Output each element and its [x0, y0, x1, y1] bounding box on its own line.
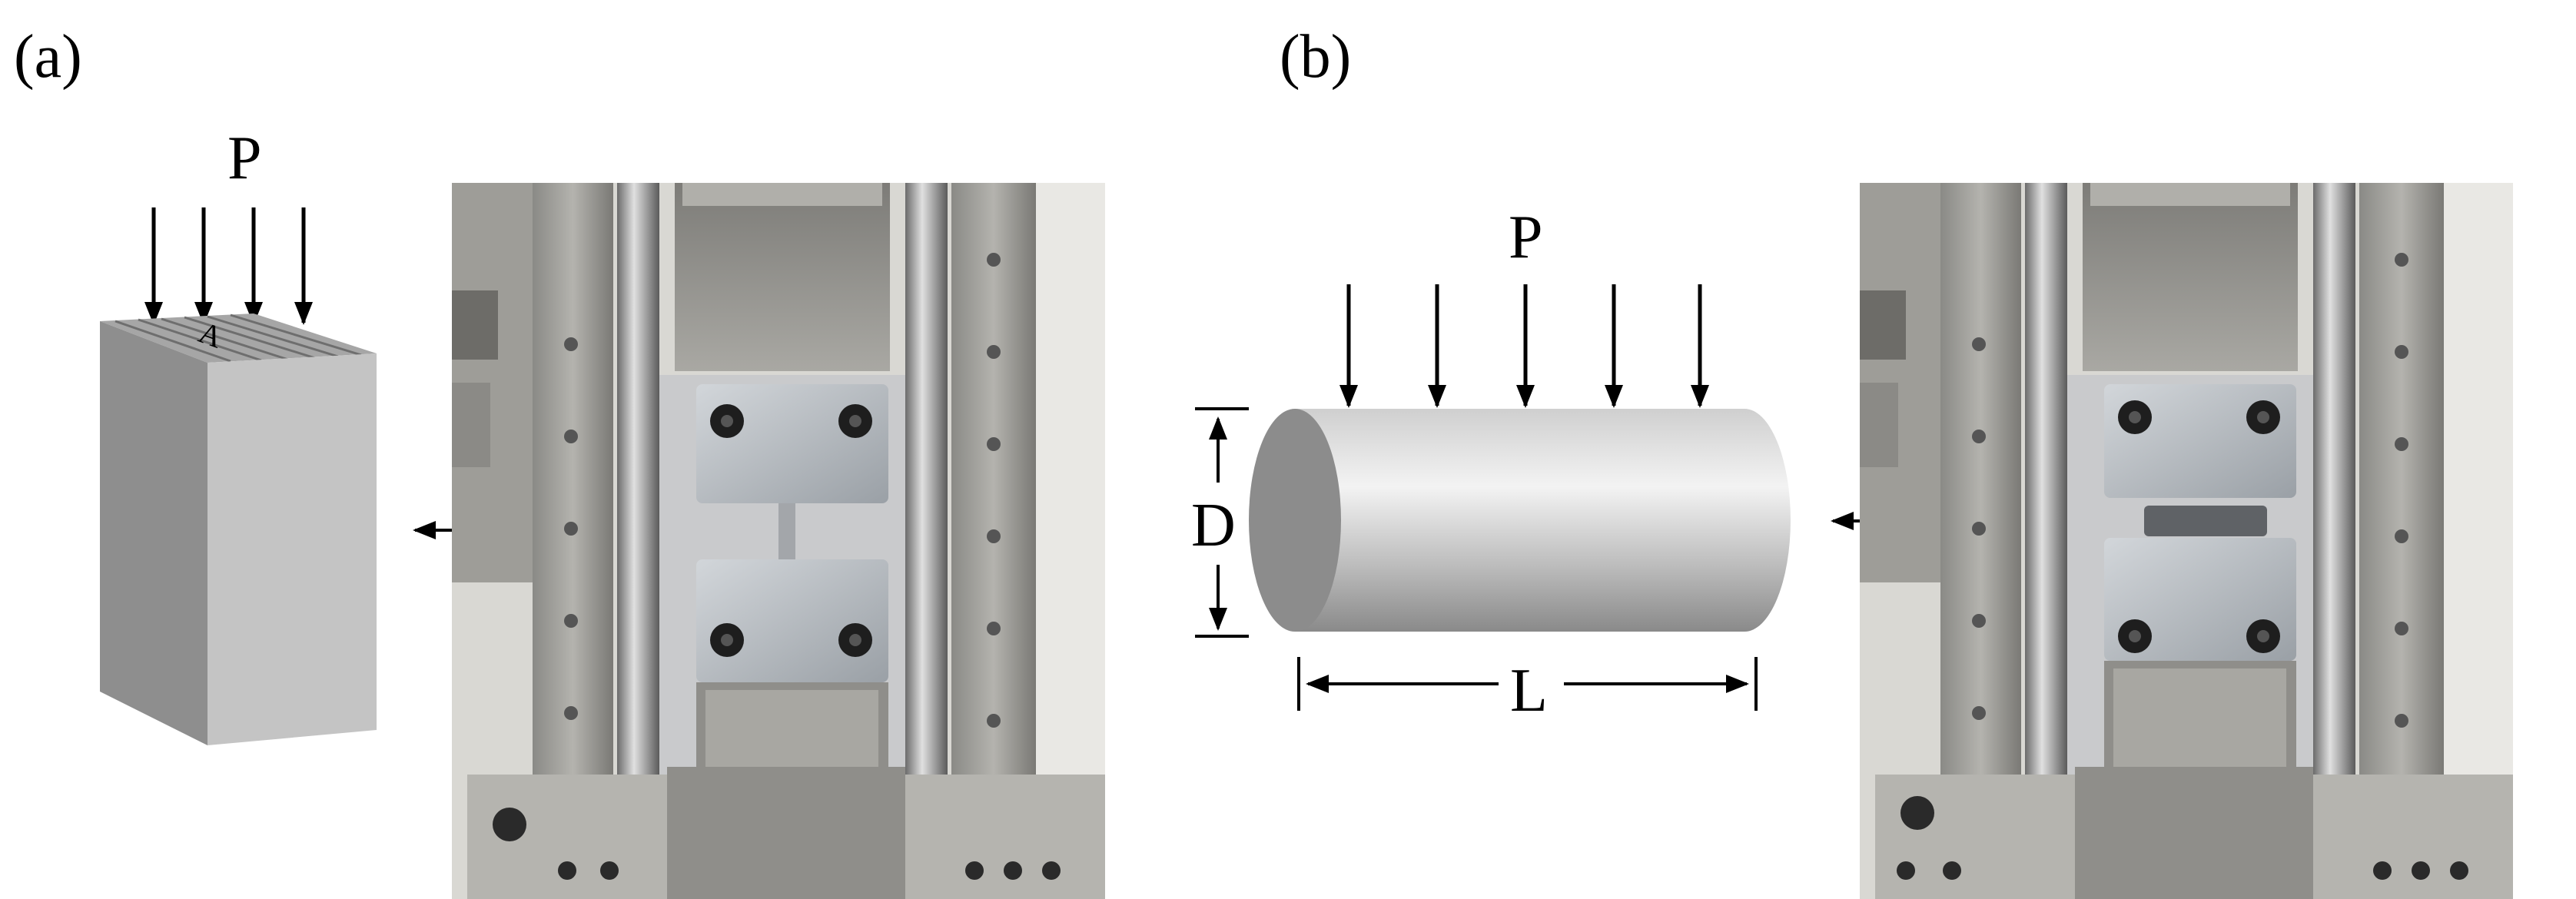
cylinder-body: [1295, 409, 1791, 632]
cylinder-specimen: [1249, 409, 1791, 632]
diameter-label: D: [1191, 492, 1236, 559]
panel-b: (b) P D L: [1191, 23, 2513, 899]
photo-b-specimen: [2144, 506, 2267, 536]
block-specimen: A: [100, 313, 377, 745]
panel-b-label: (b): [1280, 23, 1351, 91]
length-dimension: [1297, 657, 1758, 711]
length-label: L: [1510, 657, 1548, 725]
photo-a-lower-grip: [696, 559, 888, 682]
panel-a-load-label: P: [227, 124, 262, 192]
photo-a-top-crosshead: [675, 183, 890, 371]
diameter-dimension: [1195, 407, 1249, 638]
photo-b-top-crosshead: [2083, 183, 2298, 371]
block-side-face: [100, 321, 207, 745]
panel-b-load-arrows: [1339, 284, 1709, 408]
photo-a-upper-grip: [696, 384, 888, 503]
panel-a-load-arrows: [144, 207, 313, 325]
photo-a: [452, 183, 1105, 899]
panel-a-label: (a): [14, 23, 82, 91]
photo-b: [1860, 183, 2513, 899]
panel-b-load-label: P: [1509, 204, 1543, 271]
block-top-hatch: [115, 313, 362, 363]
cylinder-end-face: [1249, 409, 1341, 632]
block-front-face: [207, 353, 377, 745]
block-top-face: [100, 313, 377, 363]
photo-a-specimen: [778, 503, 795, 561]
panel-a: (a) P A: [14, 23, 1105, 899]
